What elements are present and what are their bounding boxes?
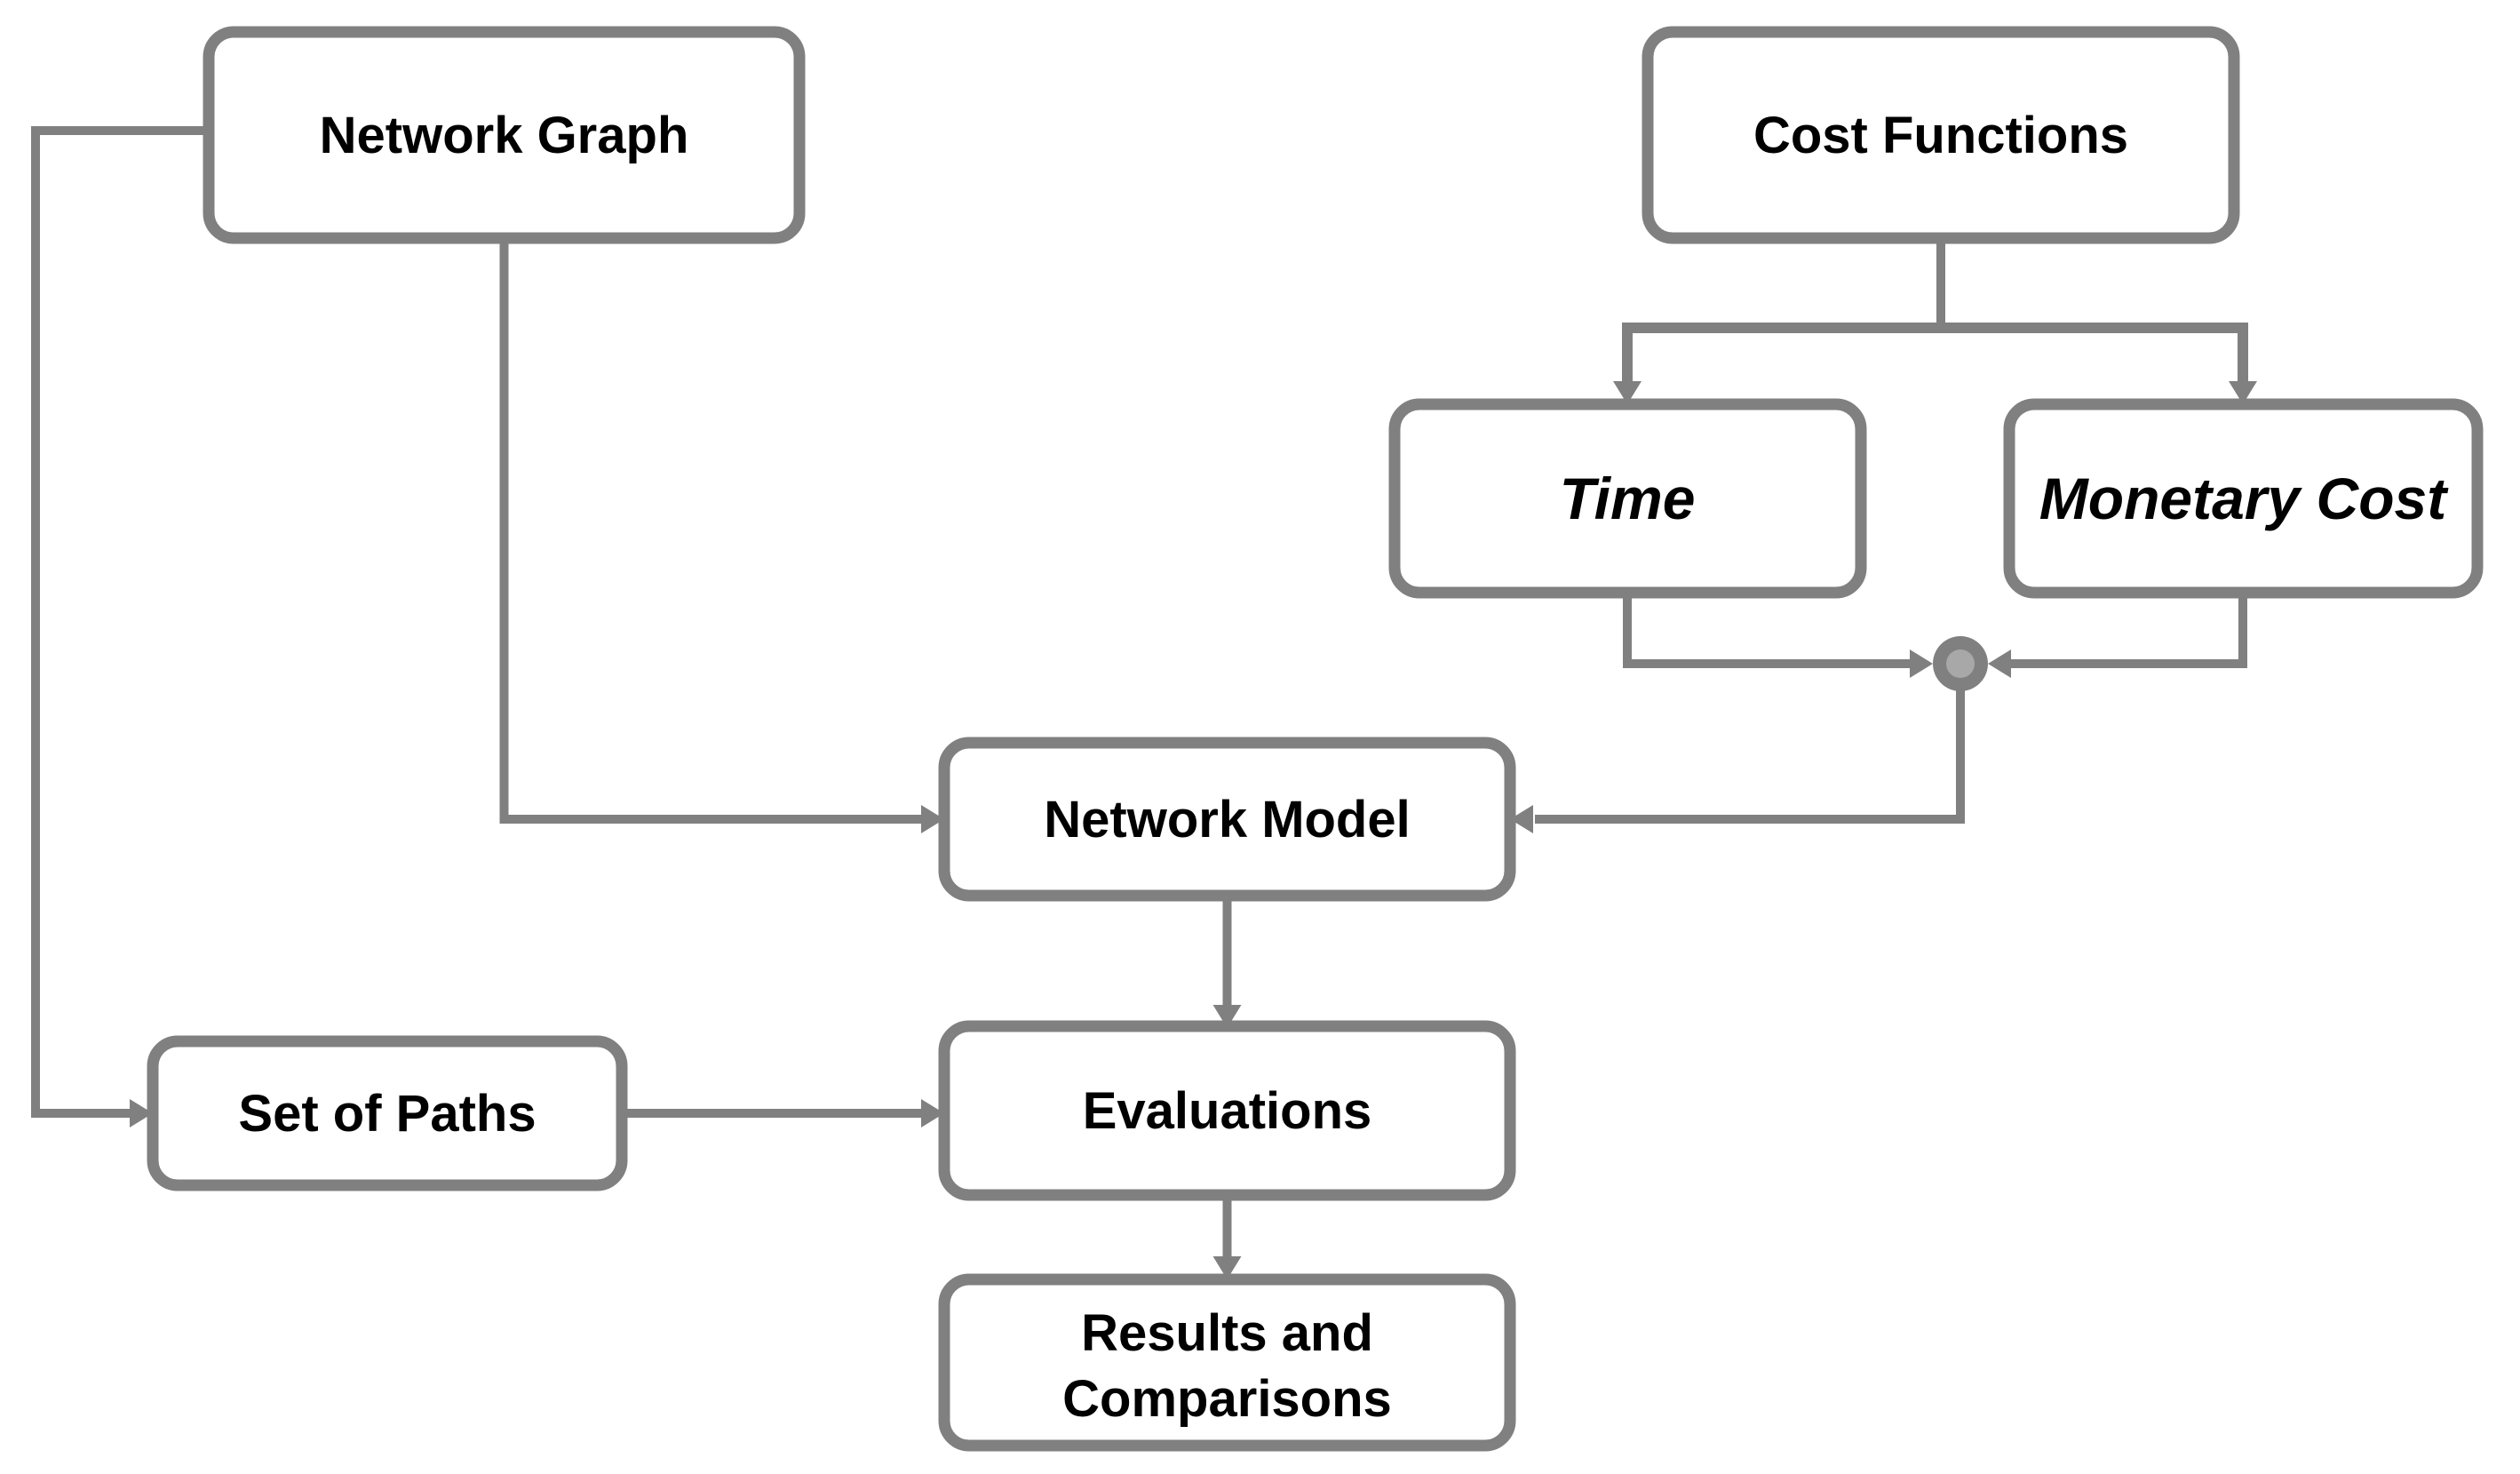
edge-cost-functions-split-bar [1622,323,2248,383]
node-monetary-cost-label: Monetary Cost [2039,466,2449,531]
node-monetary-cost [2003,398,2484,599]
arrowhead-into-results-top [1212,1256,1242,1279]
edge-junction-to-network-model [1535,684,1965,824]
arrowhead-into-evaluations-left [921,1099,944,1127]
edge-network-graph-to-set-of-paths [31,126,209,1118]
node-network-model [938,737,1516,902]
node-cost-functions [1642,26,2240,244]
arrowhead-into-evaluations-top [1212,1005,1242,1028]
node-network-model-label: Network Model [1044,791,1411,849]
node-time [1388,398,1867,599]
junction-dot-core [1946,649,1975,678]
node-network-graph [203,26,806,244]
edge-time-to-junction [1623,587,1912,668]
arrowhead-into-monetary-cost [2229,381,2257,404]
node-set-of-paths [147,1035,628,1191]
node-results-label-line2: Comparisons [1062,1370,1392,1428]
arrowhead-into-network-model-right [1510,805,1533,833]
node-results-and-comparisons [938,1273,1516,1452]
node-network-graph-label: Network Graph [320,107,689,164]
arrowhead-into-junction-left [1910,649,1933,678]
arrowhead-into-network-model-left [921,805,944,833]
arrowhead-into-junction-right [1988,649,2011,678]
node-set-of-paths-label: Set of Paths [238,1085,536,1143]
node-time-label: Time [1560,466,1696,531]
node-evaluations-label: Evaluations [1083,1082,1372,1140]
node-cost-functions-label: Cost Functions [1753,107,2128,164]
node-results-label-line1: Results and [1081,1304,1373,1362]
edge-monetary-cost-to-junction [2009,587,2247,668]
arrowhead-into-time [1613,381,1642,404]
edge-network-graph-to-network-model [499,233,923,824]
arrowhead-into-set-of-paths [130,1099,153,1127]
node-evaluations [938,1020,1516,1201]
